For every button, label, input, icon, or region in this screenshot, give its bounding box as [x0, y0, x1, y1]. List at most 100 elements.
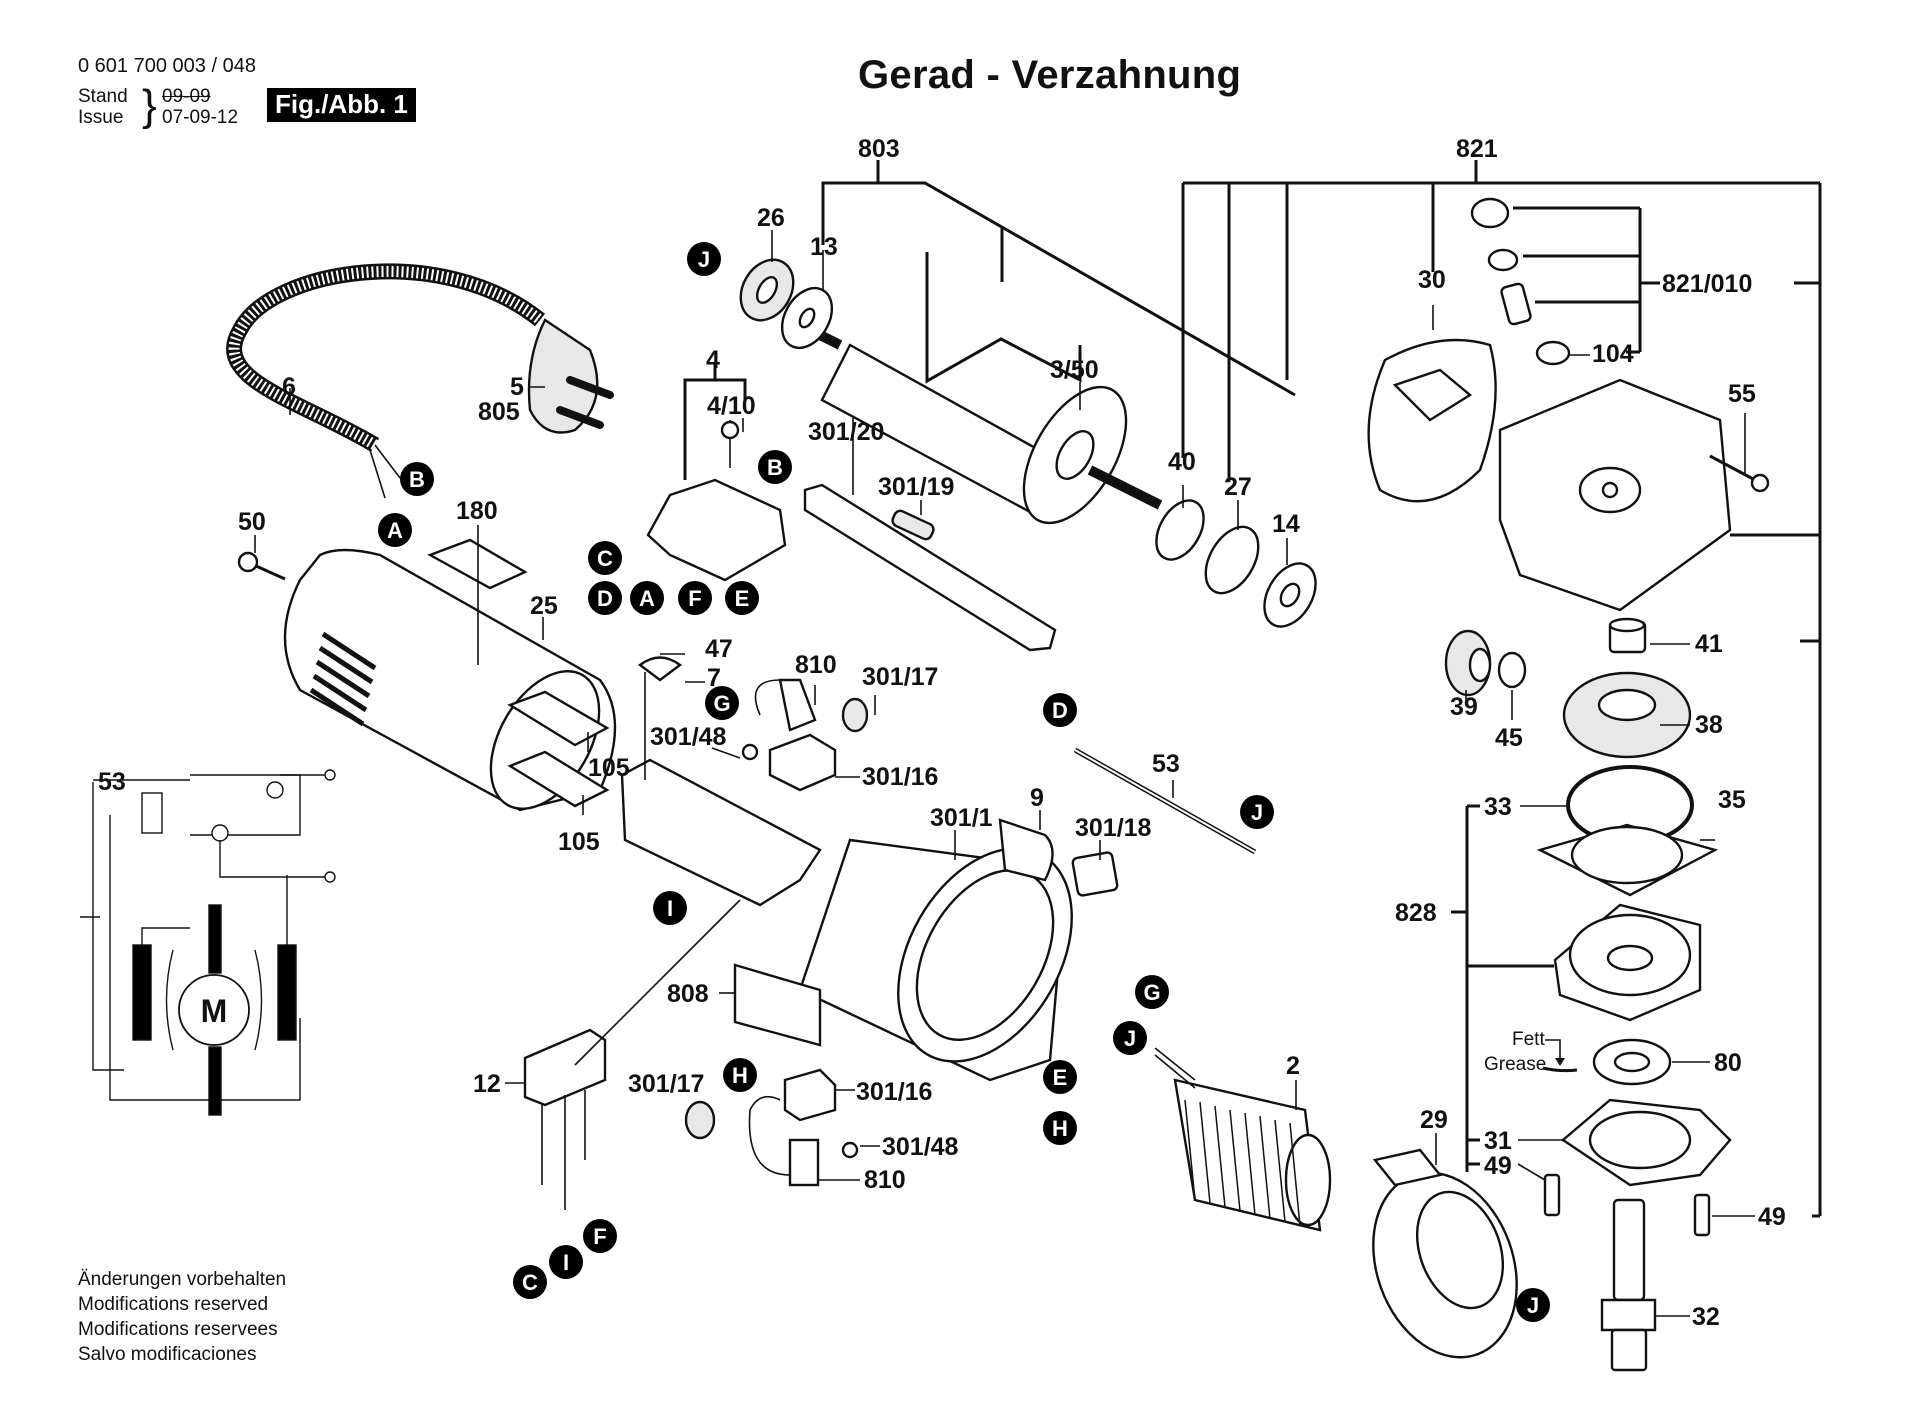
connector-F-suppressor: F: [583, 1219, 617, 1253]
plug-5: [527, 318, 614, 434]
svg-text:F: F: [593, 1224, 606, 1249]
brush-810-top: [754, 678, 817, 732]
label-6: 6: [282, 373, 296, 401]
label-821: 821: [1456, 135, 1498, 163]
label-301-20: 301/20: [808, 418, 884, 446]
svg-text:A: A: [387, 518, 403, 543]
clamp-plate-31: [1561, 1098, 1732, 1187]
label-27: 27: [1224, 473, 1252, 501]
label-105-lower: 105: [558, 828, 600, 856]
connector-B-holder: B: [758, 450, 792, 484]
part-number: 0 601 700 003 / 048: [78, 55, 256, 77]
label-12: 12: [473, 1070, 501, 1098]
label-821-010: 821/010: [1662, 270, 1752, 298]
connector-J-airguide: J: [1516, 1288, 1550, 1322]
label-301-48-top: 301/48: [650, 723, 727, 751]
notice-line: Salvo modificaciones: [78, 1344, 257, 1365]
dates: 09-09 07-09-12: [162, 86, 238, 128]
label-805: 805: [478, 398, 520, 426]
label-35: 35: [1718, 786, 1746, 814]
label-5: 5: [510, 373, 524, 401]
label-301-1: 301/1: [930, 804, 993, 832]
label-31: 31: [1484, 1127, 1512, 1155]
bracket-821-010: [1513, 206, 1660, 354]
brush-box-301-16-top: [741, 733, 837, 792]
screw-49-right: [1693, 1193, 1711, 1237]
connector-A-cord: A: [378, 513, 412, 547]
svg-text:E: E: [1053, 1065, 1068, 1090]
svg-text:F: F: [688, 586, 701, 611]
power-cord-6: [226, 263, 545, 499]
svg-text:H: H: [732, 1063, 748, 1088]
motor-housing-25: [283, 538, 617, 812]
svg-text:J: J: [1251, 800, 1263, 825]
label-803: 803: [858, 135, 900, 163]
label-32: 32: [1692, 1303, 1720, 1331]
label-3-50: 3/50: [1050, 356, 1099, 384]
connector-B-cord: B: [400, 462, 434, 496]
label-33: 33: [1484, 793, 1512, 821]
brace-icon: }: [142, 81, 157, 130]
bracket-828: [1451, 804, 1554, 1172]
connector-I-housing: I: [653, 891, 687, 925]
screw-55: [1709, 454, 1770, 493]
figure-badge: Fig./Abb. 1: [267, 88, 416, 122]
label-55: 55: [1728, 380, 1756, 408]
svg-text:J: J: [1527, 1293, 1539, 1318]
connector-J-bearing: J: [687, 242, 721, 276]
label-301-48-bottom: 301/48: [882, 1133, 959, 1161]
svg-text:C: C: [597, 546, 613, 571]
cable-53: [1073, 747, 1257, 855]
armature-3-50: [817, 330, 1163, 525]
suppressor-12: [523, 1028, 607, 1210]
issue-label: Issue: [78, 107, 124, 128]
label-180: 180: [456, 497, 498, 525]
label-26: 26: [757, 204, 785, 232]
svg-text:E: E: [735, 586, 750, 611]
connector-G-coil: G: [1135, 975, 1169, 1009]
label-14: 14: [1272, 510, 1300, 538]
spindle-lock-parts: [1470, 197, 1571, 366]
switch-301-18: [1071, 851, 1119, 897]
ring-40: [1155, 499, 1205, 561]
notice-line: Modifications reserved: [78, 1294, 269, 1315]
brush-plate: [620, 656, 822, 907]
svg-text:H: H: [1052, 1116, 1068, 1141]
connector-E-holder: E: [725, 581, 759, 615]
wiring-schematic: [80, 769, 336, 1116]
label-45: 45: [1495, 724, 1523, 752]
svg-text:B: B: [767, 455, 783, 480]
bearing-14: [1263, 562, 1317, 628]
label-808: 808: [667, 980, 709, 1008]
label-301-19: 301/19: [878, 473, 954, 501]
label-47: 47: [705, 635, 733, 663]
label-30: 30: [1418, 266, 1446, 294]
label-7: 7: [707, 664, 721, 692]
leader-lines: [254, 230, 1755, 1317]
stand-issue-block: Stand Issue } 09-09 07-09-12: [78, 84, 238, 129]
label-53-schematic: 53: [98, 768, 126, 796]
svg-text:J: J: [1124, 1026, 1136, 1051]
connector-G-brush: G: [705, 686, 739, 720]
bearing-flange-828: [1553, 903, 1702, 1022]
label-810-bottom: 810: [864, 1166, 906, 1194]
label-41: 41: [1695, 630, 1723, 658]
bracket-821: [1181, 160, 1822, 1218]
svg-text:J: J: [698, 247, 710, 272]
label-49-left: 49: [1484, 1152, 1512, 1180]
connector-H-coil: H: [1043, 1111, 1077, 1145]
label-301-16-top: 301/16: [862, 763, 938, 791]
brush-spring-301-17-bottom: [684, 1100, 716, 1140]
label-4: 4: [706, 346, 720, 374]
nut-45: [1497, 651, 1527, 689]
label-50: 50: [238, 508, 266, 536]
svg-text:C: C: [522, 1270, 538, 1295]
svg-text:G: G: [1143, 980, 1160, 1005]
label-301-17-top: 301/17: [862, 663, 938, 691]
label-2: 2: [1286, 1052, 1300, 1080]
svg-text:B: B: [409, 467, 425, 492]
label-49-right: 49: [1758, 1203, 1786, 1231]
modification-notice: Änderungen vorbehalten Modifications res…: [78, 1267, 286, 1367]
connector-J-coil: J: [1113, 1021, 1147, 1055]
label-808: [733, 963, 822, 1047]
